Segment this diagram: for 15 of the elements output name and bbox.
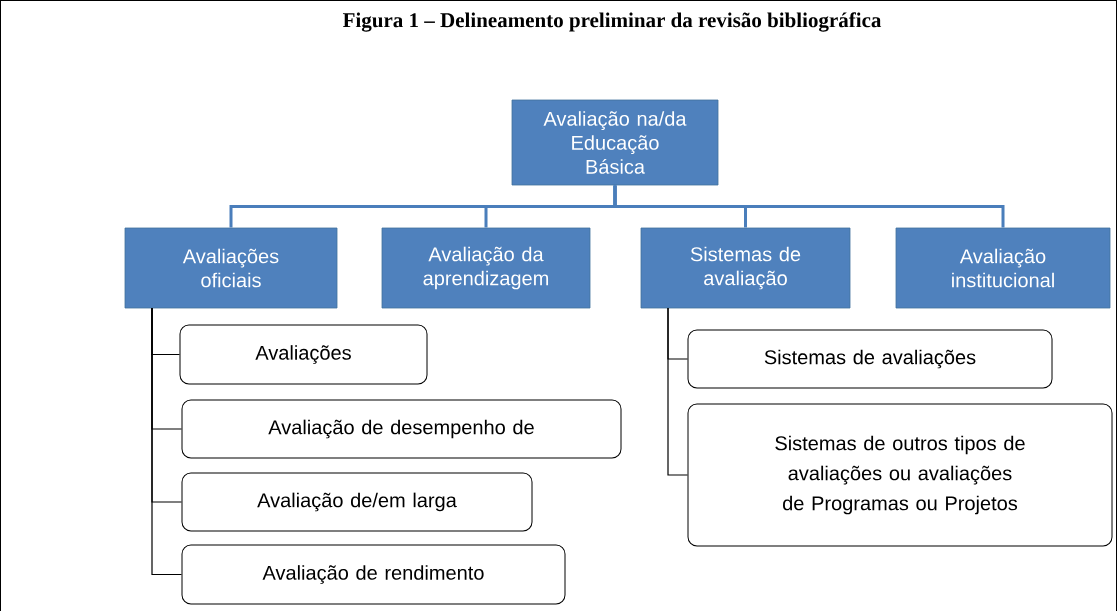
item-box: Sistemas de outros tipos de avaliações ou avaliações de Programas ou Projetos — [687, 403, 1113, 547]
category-box: Avaliação institucional — [895, 227, 1111, 309]
item-box: Sistemas de avaliações — [687, 329, 1053, 389]
category-box: Sistemas de avaliação — [640, 227, 851, 309]
category-box: Avaliação da aprendizagem — [381, 227, 591, 309]
item-box: Avaliações — [179, 324, 428, 385]
category-box: Avaliações oficiais — [124, 227, 338, 309]
category-box: Avaliação na/da Educação Básica — [511, 99, 719, 186]
title: Figura 1 – Delineamento preliminar da revisão bibliográfica — [343, 12, 882, 32]
connector-line — [667, 307, 689, 476]
item-box: Avaliação de rendimento — [181, 544, 566, 605]
item-box: Avaliação de desempenho de — [181, 399, 622, 459]
item-box: Avaliação de/em larga — [181, 472, 533, 532]
connector-line — [613, 185, 1005, 228]
connector-line — [151, 307, 183, 576]
